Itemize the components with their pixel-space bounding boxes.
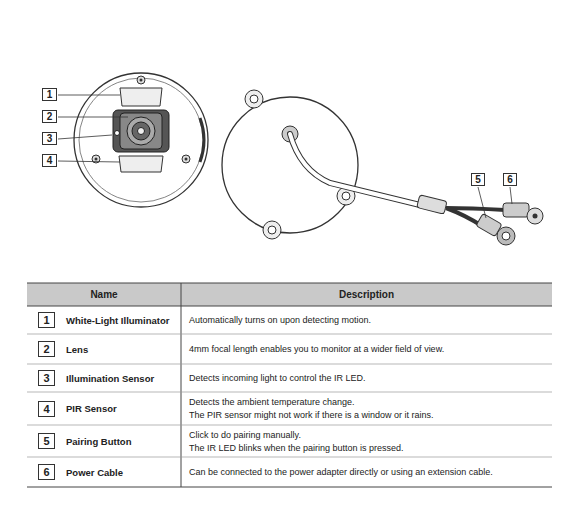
description: Automatically turns on upon detecting mo…: [189, 306, 549, 334]
part-name: White-Light Illuminator: [66, 306, 179, 334]
row-number: 4: [38, 401, 55, 417]
description: Click to do pairing manually.: [189, 428, 549, 441]
description: Can be connected to the power adapter di…: [189, 457, 549, 487]
row-number: 3: [38, 370, 55, 386]
part-name: Lens: [66, 334, 179, 364]
callout-number: 6: [503, 173, 517, 186]
table-header: Description: [181, 283, 552, 306]
table-header: Name: [27, 283, 181, 306]
description: Detects incoming light to control the IR…: [189, 364, 549, 392]
callout-number: 2: [42, 110, 57, 123]
part-name: Power Cable: [66, 457, 179, 487]
description: Detects the ambient temperature change.: [189, 395, 549, 409]
row-number: 1: [38, 312, 55, 328]
row-number: 2: [38, 341, 55, 357]
callout-number: 3: [42, 132, 57, 145]
part-name: PIR Sensor: [66, 392, 179, 425]
description: The IR LED blinks when the pairing butto…: [189, 441, 549, 454]
description: The PIR sensor might not work if there i…: [189, 409, 549, 423]
row-number: 5: [38, 433, 55, 449]
description: 4mm focal length enables you to monitor …: [189, 334, 549, 364]
part-name: Pairing Button: [66, 425, 179, 457]
callout-number: 5: [471, 173, 485, 186]
callout-number: 1: [42, 88, 57, 101]
part-name: Illumination Sensor: [66, 364, 179, 392]
row-number: 6: [38, 464, 55, 480]
callout-number: 4: [42, 154, 57, 167]
